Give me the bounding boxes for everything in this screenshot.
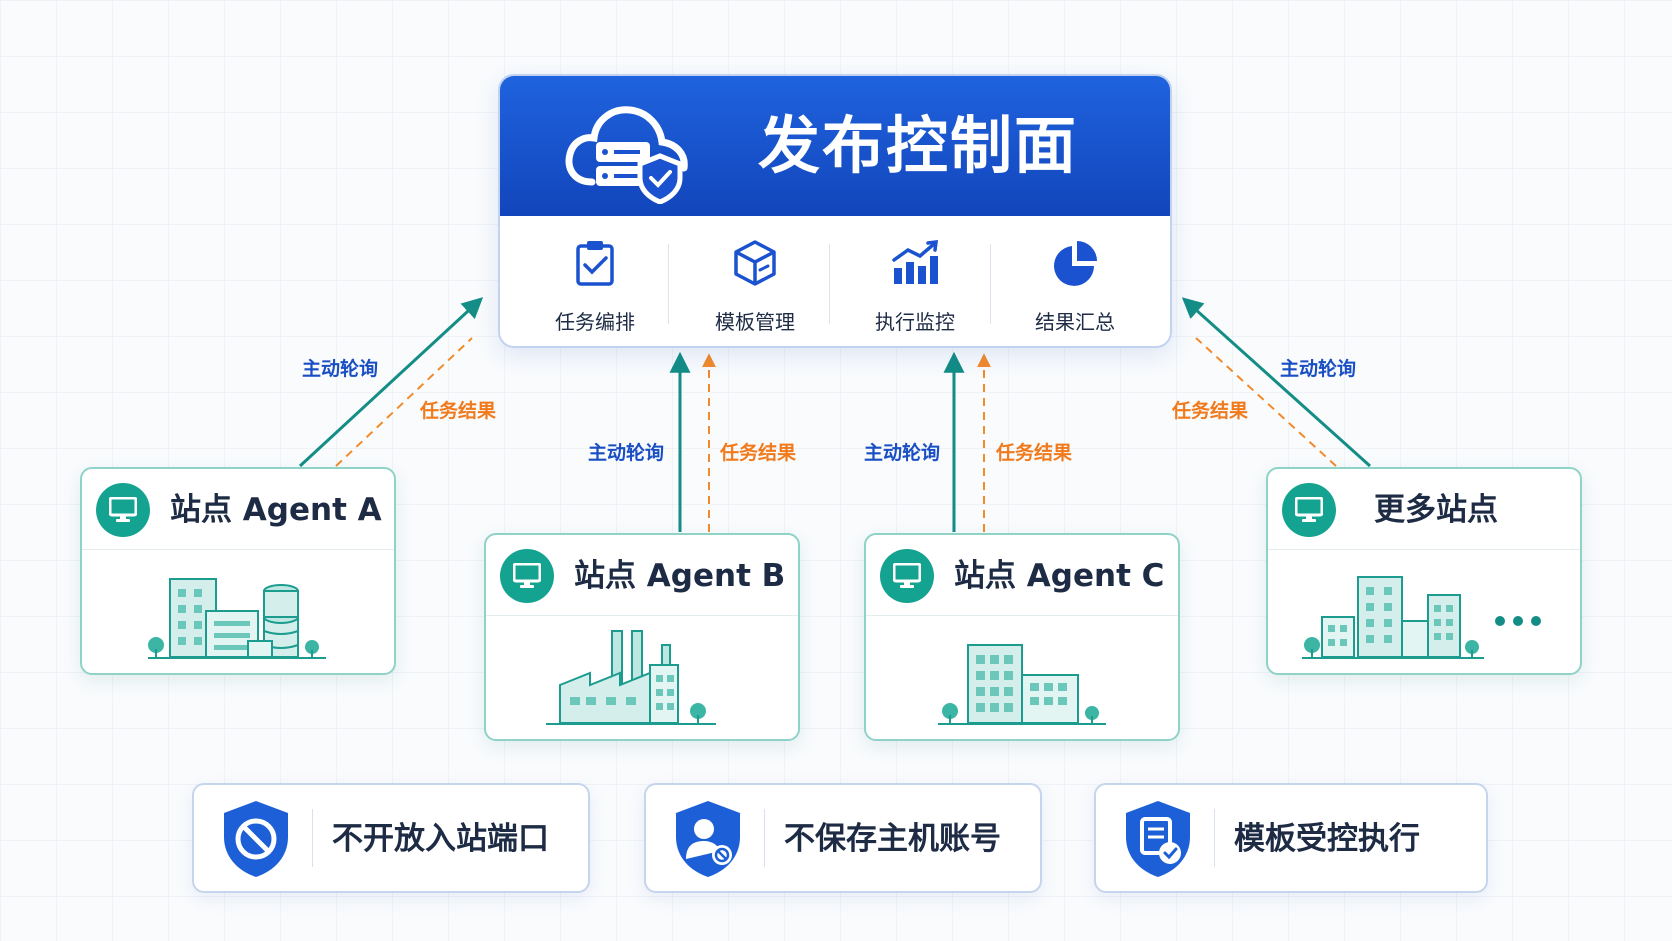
agent-card-a[interactable]: 站点 Agent A: [80, 467, 396, 675]
feature-label: 结果汇总: [1035, 310, 1115, 334]
office-buildings-illustration: [938, 644, 1106, 725]
poll-label-more-sites: 主动轮询: [1280, 358, 1357, 380]
monitor-icon: [1282, 483, 1336, 537]
agent-card-c[interactable]: 站点 Agent C: [864, 533, 1180, 741]
cube-icon: [734, 240, 776, 286]
result-arrow-agent-a: [335, 337, 473, 467]
poll-label-agent-c: 主动轮询: [864, 442, 941, 464]
control-plane-header: 发布控制面: [500, 76, 1170, 216]
feature-template-management[interactable]: 模板管理: [675, 216, 835, 346]
clipboard-check-icon: [576, 241, 614, 286]
principle-no-host-accounts: 不保存主机账号: [644, 783, 1042, 893]
city-skyline-illustration: [1302, 576, 1541, 659]
result-label-more-sites: 任务结果: [1172, 400, 1249, 422]
poll-label-agent-b: 主动轮询: [588, 442, 665, 464]
poll-arrow-agent-a: [298, 297, 484, 468]
principle-divider: [312, 809, 313, 867]
office-buildings-illustration: [148, 578, 326, 659]
ellipsis-icon: [1495, 616, 1541, 626]
principle-divider: [1214, 809, 1215, 867]
monitor-icon: [500, 549, 554, 603]
agent-card-b[interactable]: 站点 Agent B: [484, 533, 800, 741]
poll-label-agent-a: 主动轮询: [302, 358, 379, 380]
agent-header: 站点 Agent B: [486, 535, 798, 616]
agent-name: 更多站点: [1374, 492, 1498, 528]
shield-user-block-icon: [676, 801, 740, 877]
shield-no-entry-icon: [224, 801, 288, 877]
principle-controlled-template-execution: 模板受控执行: [1094, 783, 1488, 893]
result-label-agent-c: 任务结果: [996, 442, 1073, 464]
feature-result-summary[interactable]: 结果汇总: [995, 216, 1155, 346]
agent-card-more-sites[interactable]: 更多站点: [1266, 467, 1582, 675]
shield-document-check-icon: [1126, 801, 1190, 877]
feature-row: 任务编排 模板管理 执行监控: [500, 216, 1170, 346]
feature-task-orchestration[interactable]: 任务编排: [515, 216, 675, 346]
feature-label: 执行监控: [875, 310, 955, 334]
principle-label: 模板受控执行: [1234, 821, 1420, 857]
factory-illustration: [546, 630, 716, 725]
principle-label: 不保存主机账号: [784, 821, 1001, 857]
agent-header: 站点 Agent C: [866, 535, 1178, 616]
principle-label: 不开放入站端口: [332, 821, 549, 857]
bar-chart-trend-icon: [892, 239, 939, 284]
agent-header: 更多站点: [1268, 469, 1580, 550]
agent-name: 站点 Agent C: [954, 558, 1165, 594]
poll-arrow-more-sites: [1181, 297, 1372, 468]
feature-label: 任务编排: [555, 310, 635, 334]
principle-no-inbound-ports: 不开放入站端口: [192, 783, 590, 893]
principle-divider: [764, 809, 765, 867]
result-label-agent-b: 任务结果: [720, 442, 797, 464]
agent-name: 站点 Agent B: [574, 558, 786, 594]
result-arrow-more-sites: [1195, 337, 1337, 467]
feature-divider: [668, 244, 669, 324]
feature-execution-monitoring[interactable]: 执行监控: [835, 216, 995, 346]
agent-name: 站点 Agent A: [170, 492, 382, 528]
agent-header: 站点 Agent A: [82, 469, 394, 550]
control-plane-title: 发布控制面: [758, 109, 1079, 182]
pie-chart-icon: [1054, 241, 1097, 286]
feature-divider: [829, 244, 830, 324]
control-plane-panel: 发布控制面 任务编排 模板管理: [498, 74, 1172, 348]
feature-divider: [990, 244, 991, 324]
cloud-server-shield-icon: [565, 106, 688, 204]
monitor-icon: [96, 483, 150, 537]
monitor-icon: [880, 549, 934, 603]
feature-label: 模板管理: [715, 310, 795, 334]
result-label-agent-a: 任务结果: [420, 400, 497, 422]
